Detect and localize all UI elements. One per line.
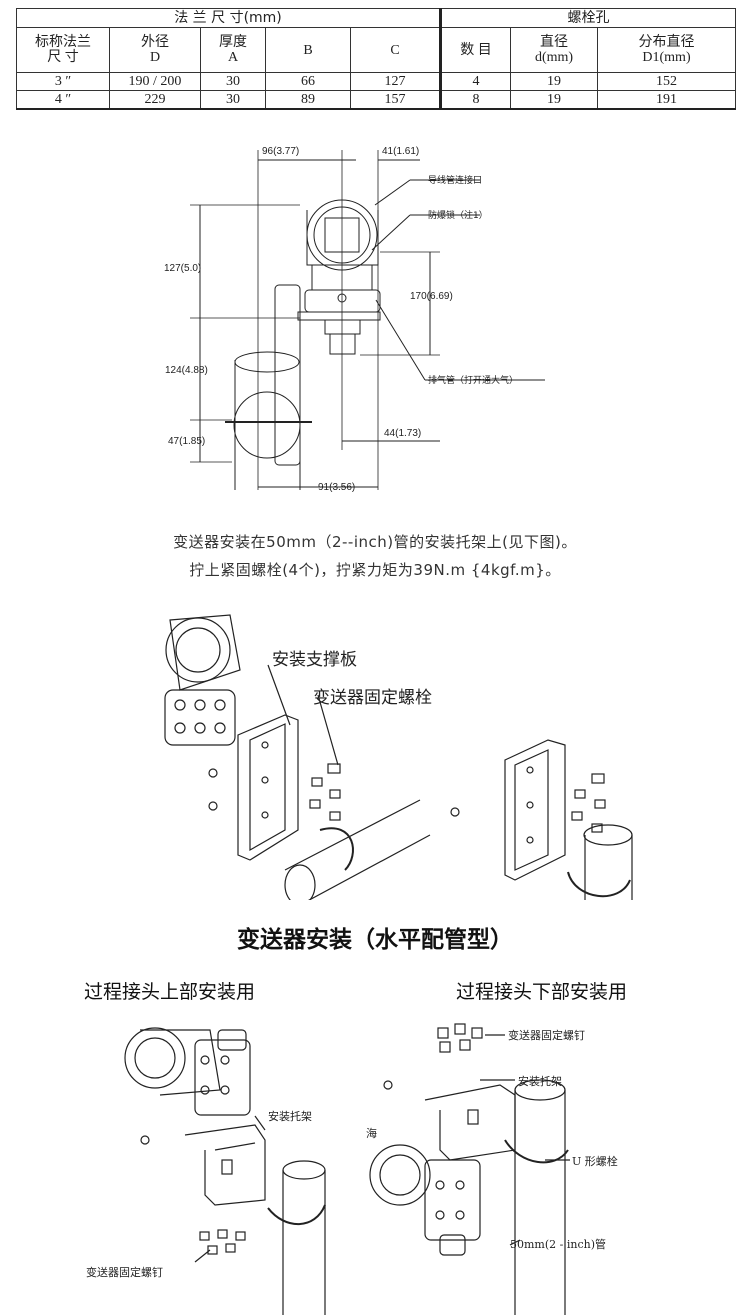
callout-vent-pipe: 排气管（打开通大气） [428,376,519,386]
label-right-nut: 海 [366,1127,377,1140]
label-support-plate: 安装支撑板 [272,650,357,670]
table-cell: 89 [265,90,351,110]
table-cell: 191 [597,90,736,110]
label-u-bolt: U 形螺栓 [572,1155,618,1168]
label-right-fixing-screw: 变送器固定螺钉 [508,1029,585,1042]
dim-right-height: 170(6.69) [410,291,453,302]
table-cell: 30 [200,72,266,91]
dim-bottom-right: 44(1.73) [384,428,422,439]
dim-left-lower: 47(1.85) [168,436,206,447]
col-header-count: 数 目 [439,27,511,73]
table-cell: 229 [109,90,201,110]
table-cell: 4 ″ [16,90,110,110]
horizontal-piping-drawing [124,1023,570,1315]
table-row: 3 ″ 190 / 200 30 66 127 4 19 152 [16,72,736,91]
instruction-line-2: 拧上紧固螺栓(4个)，拧紧力矩为39N.m {4kgf.m}。 [189,561,561,579]
callout-explosion-lock: 防爆锁（注1） [428,211,488,221]
bracket-mounting-drawing [164,614,633,900]
flange-size-group-header: 法 兰 尺 寸(mm) [16,8,441,28]
col-header-c: C [350,27,441,73]
col-header-nominal-size: 标称法兰尺 寸 [16,27,110,73]
bolt-hole-group-header: 螺栓孔 [439,8,736,28]
col-header-b: B [265,27,351,73]
table-cell: 190 / 200 [109,72,201,91]
table-cell: 8 [439,90,511,110]
dimension-drawing [190,150,545,490]
dim-top-left: 96(3.77) [262,146,300,157]
table-cell: 19 [510,90,598,110]
table-cell: 4 [439,72,511,91]
label-transmitter-bolt: 变送器固定螺栓 [313,688,432,708]
table-cell: 30 [200,90,266,110]
table-cell: 3 ″ [16,72,110,91]
instruction-line-1: 变送器安装在50mm（2--inch)管的安装托架上(见下图)。 [173,533,577,551]
subtitle-lower-mount: 过程接头下部安装用 [456,981,628,1003]
label-left-bracket: 安装托架 [268,1110,312,1123]
table-cell: 127 [350,72,441,91]
subtitle-upper-mount: 过程接头上部安装用 [84,981,256,1003]
label-pipe-size: 50mm(2 - inch)管 [510,1238,606,1251]
dim-left-upper: 127(5.0) [164,263,202,274]
callout-conduit-connection: 导线管连接口 [428,176,483,186]
dim-top-right: 41(1.61) [382,146,420,157]
dim-bottom: 91(3.56) [318,482,356,493]
label-left-fixing-screw: 变送器固定螺钉 [86,1266,163,1279]
table-row: 4 ″ 229 30 89 157 8 19 191 [16,90,736,110]
table-cell: 19 [510,72,598,91]
table-cell: 152 [597,72,736,91]
section-title: 变送器安装（水平配管型） [237,927,513,953]
dim-left-middle: 124(4.88) [165,365,208,376]
table-cell: 157 [350,90,441,110]
table-cell: 66 [265,72,351,91]
label-right-bracket: 安装托架 [518,1075,562,1088]
